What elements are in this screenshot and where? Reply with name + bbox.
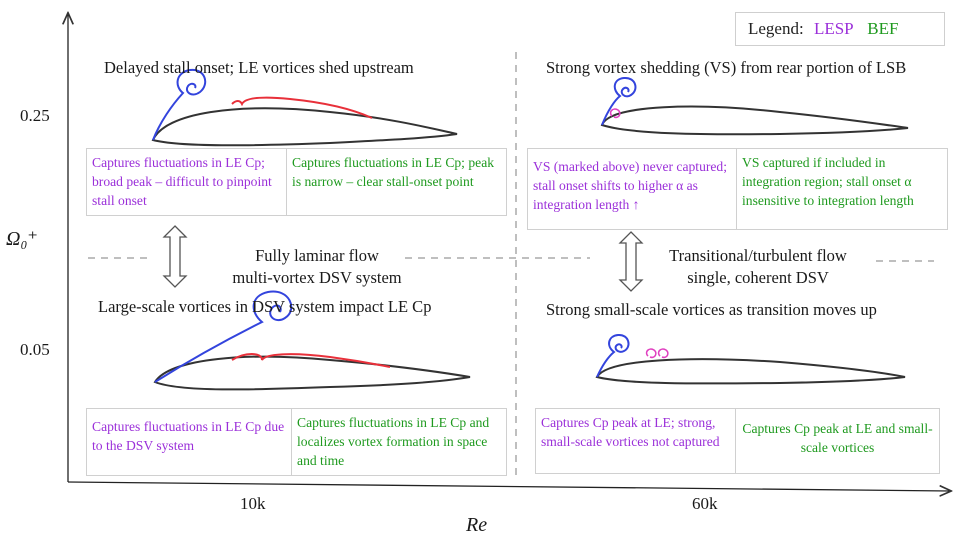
x-tick-10k: 10k (240, 494, 266, 513)
vortex-pink-top-right (609, 108, 621, 119)
lesp-cell-top-left: Captures fluctuations in LE Cp; broad pe… (92, 155, 272, 208)
middle-left-line1: Fully laminar flow (255, 246, 379, 265)
vortex-red-bottom-left (231, 353, 391, 368)
legend-label: Legend: (748, 19, 804, 38)
lesp-cell-bottom-left: Captures fluctuations in LE Cp due to th… (92, 419, 285, 453)
middle-left-line2: multi-vortex DSV system (232, 268, 402, 287)
double-arrow-right (618, 231, 644, 292)
heading-bottom-left: Large-scale vortices in DSV system impac… (98, 297, 432, 316)
x-axis (67, 481, 950, 491)
vortex-red-top-left (231, 96, 373, 119)
legend: Legend: LESP BEF (735, 12, 945, 46)
box-bottom-right: Captures Cp peak at LE; strong, small-sc… (535, 408, 940, 474)
double-arrow-left (162, 225, 188, 288)
box-top-left: Captures fluctuations in LE Cp; broad pe… (86, 148, 507, 216)
vortex-blue-top-left (152, 68, 207, 141)
vortex-blue-bottom-left (154, 290, 293, 383)
middle-left-text: Fully laminar flow multi-vortex DSV syst… (222, 245, 412, 289)
bef-cell-top-right: VS captured if included in integration r… (736, 149, 947, 229)
box-bottom-left: Captures fluctuations in LE Cp due to th… (86, 408, 507, 476)
heading-top-left: Delayed stall onset; LE vortices shed up… (104, 58, 414, 77)
heading-top-right: Strong vortex shedding (VS) from rear po… (546, 58, 907, 77)
vortex-blue-bottom-right (596, 333, 630, 378)
lesp-cell-top-right: VS (marked above) never captured; stall … (533, 159, 728, 212)
vortex-pink-bottom-right-2 (657, 348, 669, 359)
x-axis-label: Re (466, 514, 488, 536)
y-axis-label: Ω₀⁺ (6, 228, 38, 250)
vortex-blue-top-right (601, 76, 637, 126)
bef-cell-bottom-right: Captures Cp peak at LE and small-scale v… (735, 409, 939, 473)
middle-right-text: Transitional/turbulent flow single, cohe… (646, 245, 870, 289)
airfoil-top-left (151, 68, 458, 147)
airfoil-top-right (600, 76, 909, 136)
y-tick-025: 0.25 (20, 106, 50, 125)
middle-right-line2: single, coherent DSV (687, 268, 829, 287)
legend-lesp: LESP (813, 19, 853, 38)
heading-bottom-right: Strong small-scale vortices as transitio… (546, 300, 877, 319)
legend-bef: BEF (867, 19, 899, 38)
x-tick-60k: 60k (692, 494, 718, 513)
box-top-right: VS (marked above) never captured; stall … (527, 148, 948, 230)
bef-cell-top-left: Captures fluctuations in LE Cp; peak is … (286, 149, 506, 215)
vortex-pink-bottom-right-1 (645, 348, 657, 359)
airfoil-bottom-left (153, 290, 471, 391)
airfoil-bottom-right (595, 333, 906, 385)
lesp-cell-bottom-right: Captures Cp peak at LE; strong, small-sc… (541, 415, 720, 449)
bef-cell-bottom-left: Captures fluctuations in LE Cp and local… (291, 409, 506, 475)
y-tick-005: 0.05 (20, 340, 50, 359)
middle-right-line1: Transitional/turbulent flow (669, 246, 847, 265)
